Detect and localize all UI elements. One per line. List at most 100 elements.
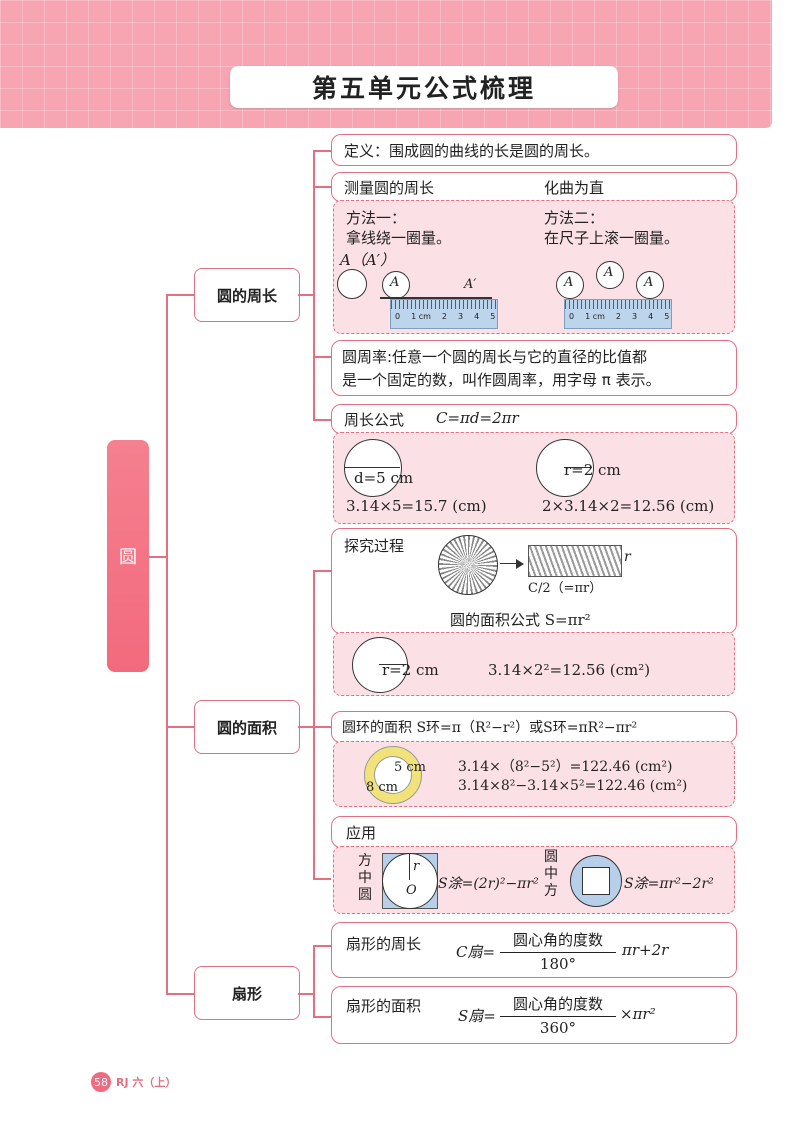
ruler-tick: 4 xyxy=(474,312,480,321)
label-a: A xyxy=(604,265,614,280)
sub-connector xyxy=(313,186,331,188)
label-char: 中 xyxy=(544,866,558,882)
area-example-label: r=2 cm xyxy=(382,661,439,679)
ruler-tick: 2 xyxy=(615,312,622,321)
ruler-numbers: 0 1 cm 2 3 4 5 xyxy=(395,312,495,321)
area-example: r=2 cm 3.14×2²=12.56 (cm²) xyxy=(333,632,735,696)
sub-connector xyxy=(313,945,331,947)
root-node: 圆 xyxy=(107,440,149,672)
rolling-circle-icon xyxy=(636,271,664,299)
fraction-numerator: 圆心角的度数 xyxy=(500,993,616,1017)
apply-title: 应用 xyxy=(346,824,377,842)
sub-connector xyxy=(313,419,331,421)
fraction-numerator: 圆心角的度数 xyxy=(500,929,616,953)
radius-line xyxy=(379,664,406,666)
pi-card: 圆周率:任意一个圆的周长与它的直径的比值都 是一个固定的数，叫作圆周率，用字母 … xyxy=(331,340,737,396)
apply-right-label: 圆 中 方 xyxy=(544,849,560,900)
measure-methods: 方法一： 拿线绕一圈量。 方法二： 在尺子上滚一圈量。 A（A′） A A′ 0… xyxy=(333,200,735,334)
explore-r-label: r xyxy=(624,549,631,565)
fraction-denominator: 360° xyxy=(539,1019,577,1037)
sector-perimeter-lhs: C扇= xyxy=(456,943,496,961)
sub-trunk-area xyxy=(313,570,315,880)
example1-calc: 3.14×5=15.7 (cm) xyxy=(346,497,487,515)
example2-label: r=2 cm xyxy=(564,461,621,479)
sub-connector xyxy=(313,356,331,358)
sector-perimeter-fraction: 圆心角的度数 180° xyxy=(500,929,616,973)
circumference-formula-card: 周长公式 C=πd=2πr xyxy=(331,404,737,434)
apply-right-formula: S涂=πr²−2r² xyxy=(624,876,714,892)
pi-line-2: 是一个固定的数，叫作圆周率，用字母 π 表示。 xyxy=(342,371,661,389)
ring-example: 5 cm 8 cm 3.14×（8²−5²）=122.46 (cm²) 3.14… xyxy=(333,741,735,807)
label-char: 圆 xyxy=(544,849,558,865)
connector-area xyxy=(166,726,194,728)
rolling-circle-icon xyxy=(596,261,624,289)
ring-outer-label: 8 cm xyxy=(366,780,399,795)
label-a: A xyxy=(390,275,400,290)
formula-label: 周长公式 xyxy=(344,411,405,429)
example1-label: d=5 cm xyxy=(354,469,414,487)
sub-connector xyxy=(313,570,331,572)
label-a: A xyxy=(644,275,654,290)
ruler-tick: 1 cm xyxy=(411,312,431,321)
radius-line xyxy=(564,467,592,469)
apply-left-label: 方 中 圆 xyxy=(358,853,374,904)
ring-formula-card: 圆环的面积 S环=π（R²−r²）或S环=πR²−πr² xyxy=(331,711,737,743)
book-label: RJ 六（上） xyxy=(116,1076,177,1089)
ruler-tick: 5 xyxy=(490,312,496,321)
connector-circumference xyxy=(166,294,194,296)
sub-connector xyxy=(313,726,331,728)
ruler-tick: 2 xyxy=(441,312,448,321)
ring-formula: 圆环的面积 S环=π（R²−r²）或S环=πR²−πr² xyxy=(342,720,638,736)
ruler-tick: 1 cm xyxy=(585,312,605,321)
page-number: 58 xyxy=(91,1072,111,1092)
branch-sector: 扇形 xyxy=(194,966,300,1020)
area-formula: 圆的面积公式 S=πr² xyxy=(450,611,591,629)
apply-examples: 方 中 圆 r O S涂=(2r)²−πr² 圆 中 方 S涂=πr²−2r² xyxy=(333,846,735,914)
ruler-tick: 5 xyxy=(664,312,670,321)
circle-string-icon xyxy=(337,269,367,299)
method2-text: 在尺子上滚一圈量。 xyxy=(544,229,680,247)
arrow-icon xyxy=(500,563,518,565)
straightened-string xyxy=(380,297,492,299)
label-char: 中 xyxy=(358,870,372,886)
explore-title: 探究过程 xyxy=(344,537,405,555)
diameter-line xyxy=(345,467,400,469)
ruler-tick: 0 xyxy=(395,312,401,321)
root-connector xyxy=(149,556,167,558)
ring-inner-icon xyxy=(374,756,412,794)
area-example-calc: 3.14×2²=12.56 (cm²) xyxy=(488,661,651,679)
sub-connector xyxy=(313,878,331,880)
circumference-formula: C=πd=2πr xyxy=(436,409,519,427)
sector-area-label: 扇形的面积 xyxy=(346,997,422,1015)
label-char: 方 xyxy=(358,853,372,869)
sector-perimeter-card: 扇形的周长 C扇= 圆心角的度数 180° πr+2r xyxy=(331,922,737,978)
measure-card: 测量圆的周长 化曲为直 xyxy=(331,172,737,202)
ring-calc-2: 3.14×8²−3.14×5²=122.46 (cm²) xyxy=(458,778,688,794)
ruler-tick: 4 xyxy=(648,312,654,321)
sector-area-card: 扇形的面积 S扇= 圆心角的度数 360° ×πr² xyxy=(331,986,737,1044)
sectored-circle-icon xyxy=(438,535,498,595)
arrow-head-icon xyxy=(516,559,524,569)
apply-left-r: r xyxy=(413,859,420,874)
sector-perimeter-label: 扇形的周长 xyxy=(346,935,422,953)
ruler-ticks xyxy=(391,300,497,309)
ring-calc-1: 3.14×（8²−5²）=122.46 (cm²) xyxy=(458,759,673,775)
circle-icon xyxy=(382,271,410,299)
sector-perimeter-rhs: πr+2r xyxy=(622,941,669,959)
sub-connector xyxy=(313,150,331,152)
explore-card: 探究过程 r C/2（=πr） 圆的面积公式 S=πr² xyxy=(331,528,737,634)
branch-circumference: 圆的周长 xyxy=(194,268,300,322)
page-header-band xyxy=(0,0,772,128)
sub-connector xyxy=(298,294,314,296)
inscribed-square-icon xyxy=(582,867,610,895)
definition-card: 定义：围成圆的曲线的长是圆的周长。 xyxy=(331,134,737,166)
connector-sector xyxy=(166,993,194,995)
sub-connector xyxy=(298,993,314,995)
ruler-numbers: 0 1 cm 2 3 4 5 xyxy=(569,312,669,321)
rearranged-rectangle-icon xyxy=(528,545,622,577)
radius-line xyxy=(409,853,411,880)
label-char: 方 xyxy=(544,883,558,899)
fraction-denominator: 180° xyxy=(539,955,577,973)
sector-area-lhs: S扇= xyxy=(458,1007,496,1025)
label-char: 圆 xyxy=(358,887,372,903)
